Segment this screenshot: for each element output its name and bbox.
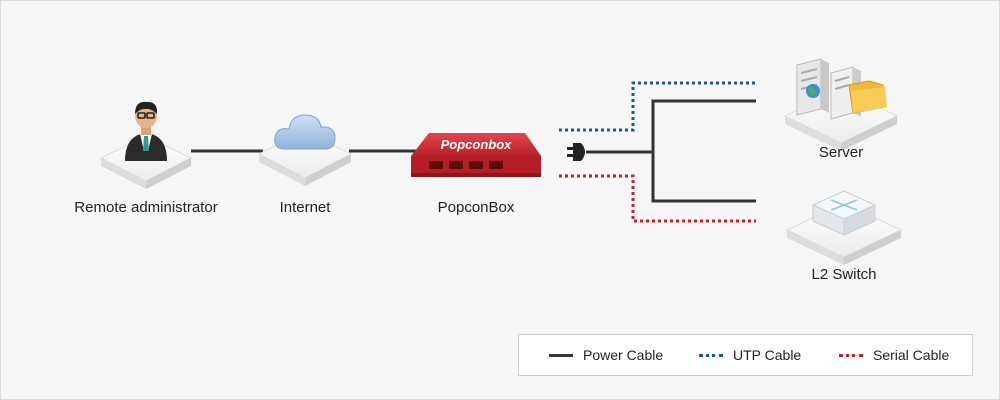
popconbox-device-icon: Popconbox: [411, 133, 541, 177]
server-icon: [783, 58, 899, 151]
remote-admin-label: Remote administrator: [74, 199, 218, 216]
l2-switch-label: L2 Switch: [811, 266, 877, 283]
legend-item-serial: Serial Cable: [839, 347, 949, 363]
cloud-icon: [257, 114, 353, 186]
plug-icon: [567, 143, 585, 161]
internet-label: Internet: [279, 199, 331, 216]
legend-item-utp: UTP Cable: [699, 347, 801, 363]
legend-utp-label: UTP Cable: [733, 347, 802, 363]
power-cable-swatch: [549, 353, 573, 357]
utp-cable: [559, 81, 756, 132]
legend-item-power: Power Cable: [549, 347, 663, 363]
serial-cable: [559, 174, 756, 223]
power-cable-branch: [651, 99, 756, 203]
switch-icon: [785, 190, 903, 265]
popconbox-device-text: Popconbox: [441, 137, 513, 152]
legend-power-label: Power Cable: [583, 347, 664, 363]
legend: Power Cable UTP Cable Serial Cable: [518, 334, 973, 376]
serial-cable-swatch: [839, 353, 863, 357]
legend-serial-label: Serial Cable: [873, 347, 950, 363]
admin-person-icon: [99, 101, 193, 189]
utp-cable-swatch: [699, 353, 723, 357]
popconbox-label: PopconBox: [437, 199, 515, 216]
server-label: Server: [818, 144, 864, 161]
